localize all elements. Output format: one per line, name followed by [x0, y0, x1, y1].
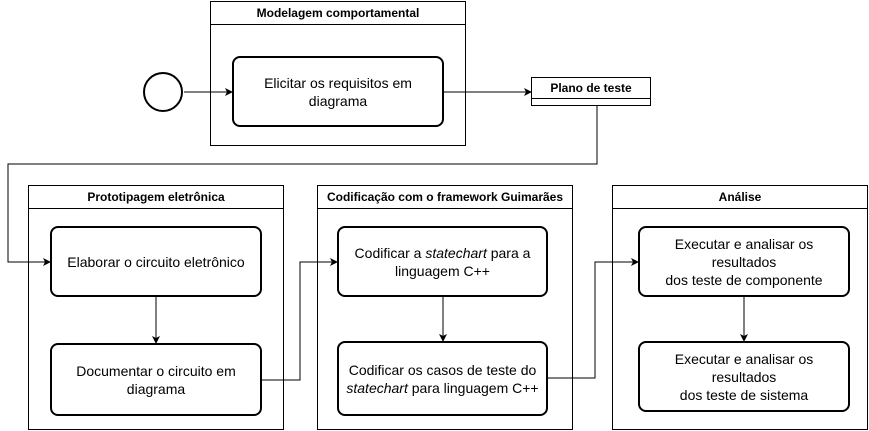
lane-electronic-prototyping-title: Prototipagem eletrônica: [29, 186, 283, 209]
action-code-statechart-post: para a: [486, 244, 531, 261]
flow-document-to-code-statechart: [262, 258, 338, 381]
flow-test-plan-to-elaborate: [7, 106, 598, 266]
action-code-test-cases: Codificar os casos de teste do statechar…: [337, 341, 548, 416]
action-code-test-cases-post: para linguagem C++: [407, 379, 539, 396]
action-code-statechart-pre: Codificar a: [354, 244, 426, 261]
action-elicit-requirements: Elicitar os requisitos em diagrama: [232, 56, 444, 127]
test-plan-object: Plano de teste: [531, 77, 651, 106]
action-run-component-tests-line2: dos teste de componente: [665, 271, 823, 288]
action-document-circuit-line1: Documentar o circuito em: [76, 362, 236, 379]
action-code-statechart-line2: linguagem C++: [395, 262, 490, 279]
action-run-system-tests: Executar e analisar os resultados dos te…: [638, 341, 850, 412]
action-run-component-tests-line1: Executar e analisar os resultados: [674, 235, 814, 270]
action-code-statechart: Codificar a statechart para a linguagem …: [337, 226, 548, 297]
action-code-test-cases-line1: Codificar os casos de teste do: [348, 361, 537, 378]
action-document-circuit-line2: diagrama: [126, 380, 186, 397]
test-plan-label: Plano de teste: [532, 78, 650, 99]
action-elaborate-circuit-line1: Elaborar o circuito eletrônico: [67, 253, 245, 270]
lane-analysis-title: Análise: [613, 186, 867, 209]
action-run-component-tests: Executar e analisar os resultados dos te…: [638, 226, 850, 297]
lane-behavioral-modeling-title: Modelagem comportamental: [211, 2, 465, 25]
lane-coding-title: Codificação com o framework Guimarães: [318, 186, 572, 209]
flow-code-tests-to-run-component: [548, 258, 639, 379]
action-elaborate-circuit: Elaborar o circuito eletrônico: [50, 226, 262, 297]
action-document-circuit: Documentar o circuito em diagrama: [50, 343, 262, 416]
action-elicit-requirements-line2: diagrama: [308, 92, 368, 109]
initial-node: [143, 72, 183, 112]
action-run-system-tests-line1: Executar e analisar os resultados: [674, 350, 814, 385]
action-code-test-cases-em: statechart: [346, 379, 408, 396]
action-elicit-requirements-line1: Elicitar os requisitos em: [264, 74, 412, 91]
action-code-statechart-em: statechart: [425, 244, 487, 261]
action-run-system-tests-line2: dos teste de sistema: [679, 386, 809, 403]
